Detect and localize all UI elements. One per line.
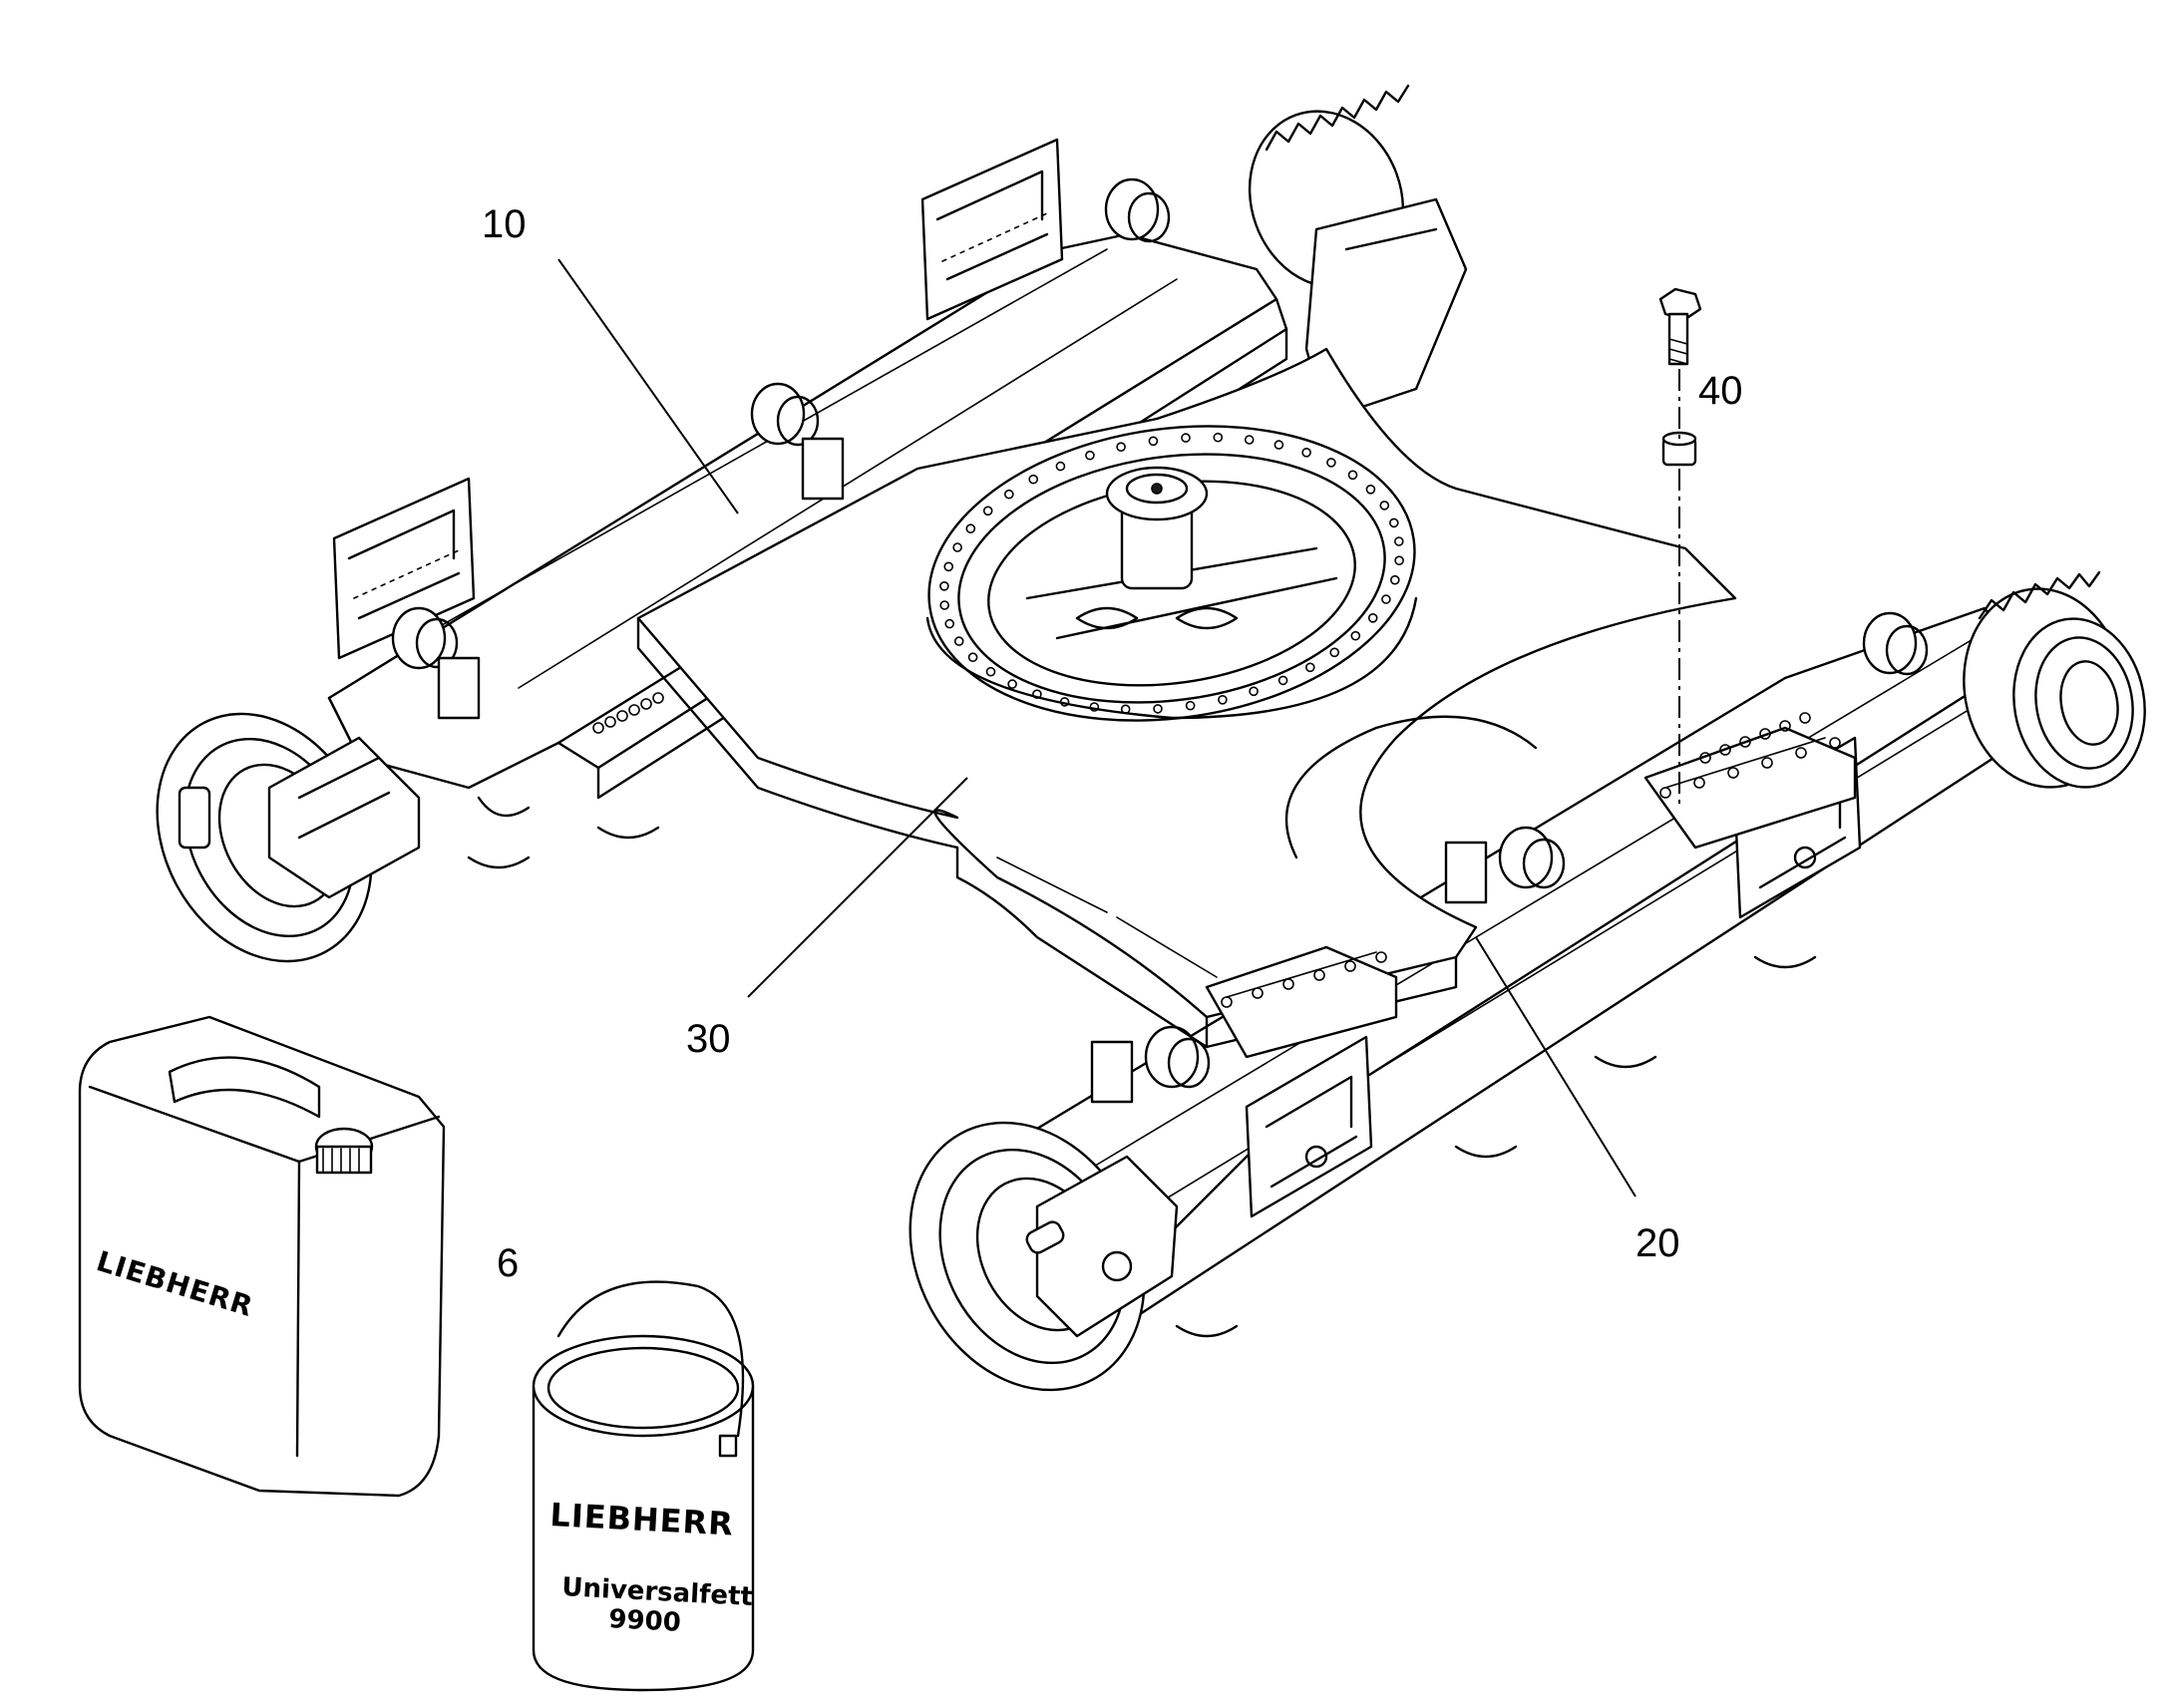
bolt-hole — [1181, 433, 1191, 443]
bolt-hole — [1185, 700, 1196, 711]
track-adjuster-bracket-right-1 — [1245, 1035, 1373, 1218]
bolt-hole — [1148, 436, 1159, 447]
leader-10 — [557, 258, 739, 514]
carrier-roller-right-2 — [1444, 826, 1566, 904]
bolt-hole — [1344, 960, 1356, 972]
bolt-hole — [592, 722, 604, 734]
bolt-hole — [616, 710, 628, 722]
bolt-hole — [1379, 501, 1390, 511]
bolt-hole — [1089, 702, 1100, 712]
callout-10: 10 — [482, 202, 527, 246]
bolt-hole — [1252, 987, 1264, 999]
bolt-hole — [939, 580, 949, 591]
carrier-roller-left-2 — [750, 382, 845, 501]
idler-wheel-right — [908, 1121, 1179, 1392]
bolt-hole — [1829, 737, 1841, 749]
bolt-hole — [1329, 647, 1339, 658]
bolt-hole — [1273, 440, 1284, 450]
track-adjuster-bracket-left-1 — [332, 477, 476, 660]
bolt-hole — [1028, 474, 1038, 485]
carrier-roller-right-3 — [1862, 611, 1929, 676]
grease-can: LIEBHERR Universalfett 9900 — [532, 1280, 755, 1692]
slewing-ring-bolt-holes — [939, 432, 1404, 715]
bolt-hole — [1699, 752, 1711, 764]
bolt-hole — [1007, 679, 1017, 689]
bolt-hole — [1795, 747, 1807, 759]
bolt-hole — [967, 652, 978, 663]
bolt-hole — [1032, 689, 1042, 700]
pad-bolt-holes — [592, 692, 1841, 1008]
sprocket-left — [1248, 84, 1468, 421]
bolt — [1658, 287, 1702, 366]
bolt-hole — [1003, 489, 1014, 500]
callout-6: 6 — [497, 1241, 519, 1285]
bolt-hole — [1213, 432, 1224, 443]
bolt-hole — [1739, 736, 1751, 748]
bolt-hole — [628, 704, 640, 716]
bolt-hole — [944, 618, 955, 629]
bolt-hole — [1055, 461, 1066, 472]
bolt-hole — [1365, 484, 1376, 495]
idler-wheel-left — [156, 712, 421, 963]
bolt-hole — [1394, 536, 1404, 546]
bolt-hole — [1221, 996, 1233, 1008]
leader-20 — [1475, 936, 1636, 1197]
bolt-hole — [1120, 704, 1131, 715]
bolt-hole — [965, 523, 976, 534]
carrier-roller-right-1 — [1090, 1025, 1211, 1104]
bolt-hole — [1719, 744, 1731, 756]
leader-30 — [747, 777, 968, 998]
bolt-hole — [1347, 470, 1358, 481]
bolt-hole — [982, 506, 993, 516]
bolt-hole — [1059, 697, 1070, 707]
bolt-hole — [1727, 767, 1739, 779]
bolt-hole — [1249, 686, 1259, 697]
bolt-hole — [1375, 951, 1387, 963]
washer — [1661, 431, 1697, 467]
bolt-hole — [1218, 694, 1228, 705]
callout-30: 30 — [686, 1017, 731, 1061]
bolt-hole — [953, 636, 964, 646]
bolt-hole — [1282, 978, 1294, 990]
bolt-hole — [1305, 662, 1315, 673]
slewing-ring — [925, 425, 1418, 722]
callout-20: 20 — [1635, 1221, 1680, 1265]
bolt-hole — [1693, 777, 1705, 789]
grease-can-number-label: 9900 — [608, 1604, 682, 1638]
bolt-hole — [652, 692, 664, 704]
bolt-hole — [1277, 675, 1288, 686]
bolt-hole — [939, 600, 950, 610]
bolt-hole — [1313, 969, 1325, 981]
bolt-hole — [1779, 720, 1791, 732]
bolt-hole — [1761, 757, 1773, 769]
bolt-hole — [1390, 574, 1400, 585]
bolt-hole — [1116, 442, 1126, 453]
bolt-hole — [1367, 612, 1378, 623]
bolt-hole — [604, 716, 616, 728]
bolt-hole — [1799, 712, 1811, 724]
bolt-hole — [1326, 458, 1336, 468]
bolt-hole — [1301, 447, 1311, 458]
bolt-hole — [1381, 594, 1391, 604]
bolt-hole — [985, 666, 996, 677]
bolt-hole — [1350, 630, 1361, 641]
bolt-hole — [1389, 517, 1399, 528]
bolt-hole — [1659, 787, 1671, 799]
oil-canister: LIEBHERR — [78, 1015, 446, 1498]
bolt-hole — [1153, 704, 1163, 714]
bolt-hole — [943, 561, 954, 572]
track-adjuster-bracket-left-2 — [920, 138, 1064, 321]
sprocket-right — [1963, 570, 2146, 789]
bolt-hole — [1244, 435, 1255, 445]
carrier-roller-left-3 — [1104, 177, 1171, 243]
callout-40: 40 — [1698, 369, 1743, 413]
bolt-hole — [952, 542, 962, 552]
bolt-hole — [1759, 728, 1771, 740]
bolt-hole — [1394, 555, 1404, 566]
carrier-roller-left-1 — [391, 606, 481, 720]
bolt-hole — [1085, 450, 1095, 461]
bolt-hole — [640, 698, 652, 710]
